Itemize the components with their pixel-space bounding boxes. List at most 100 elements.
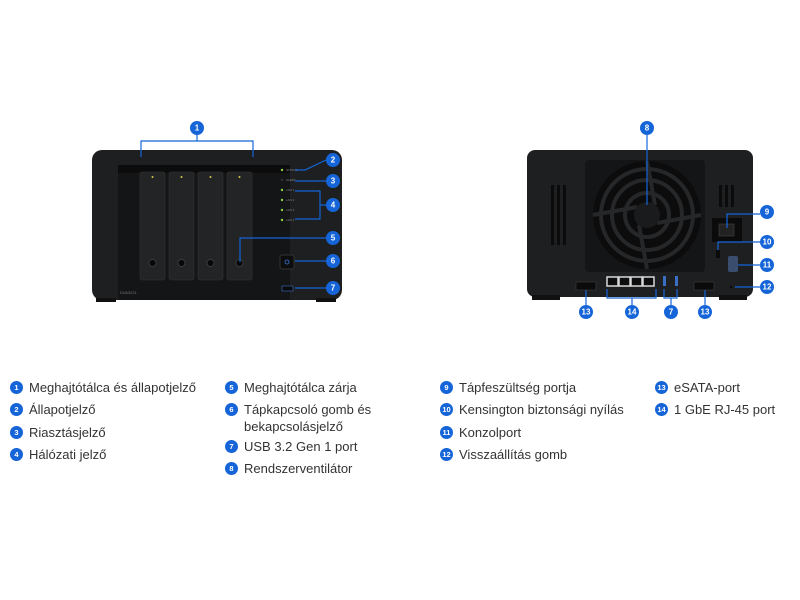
- label-text: 6: [331, 257, 336, 266]
- legend-item: 1 Meghajtótálca és állapotjelző: [10, 379, 209, 396]
- legend-label: Konzolport: [459, 425, 522, 440]
- callout-11: 11: [760, 258, 774, 272]
- tray-lock: [177, 259, 186, 267]
- legend-item: 10 Kensington biztonsági nyílás: [440, 401, 639, 418]
- label-text: 12: [763, 283, 772, 292]
- label-text: 3: [331, 177, 336, 186]
- label-text: 1: [195, 124, 200, 133]
- legend-number: 4: [10, 448, 23, 461]
- callout-12: 12: [760, 280, 774, 294]
- label-text: 5: [331, 234, 336, 243]
- drive-tray: [139, 171, 166, 281]
- legend-number: 9: [440, 381, 453, 394]
- legend-label: Tápkapcsoló gomb és bekapcsolásjelző: [244, 402, 372, 434]
- callout-1: 1: [190, 121, 204, 135]
- model-label: DVA3221: [120, 290, 138, 295]
- label-text: 9: [765, 208, 770, 217]
- legend-label: Állapotjelző: [29, 402, 96, 417]
- callout-3: 3: [326, 174, 340, 188]
- label-text: LAN 4: [286, 218, 295, 222]
- legend-label: Kensington biztonsági nyílás: [459, 402, 624, 417]
- legend-number: 3: [10, 426, 23, 439]
- label-text: 13: [701, 308, 710, 317]
- callout-10: 10: [760, 235, 774, 249]
- drive-tray: [226, 171, 253, 281]
- legend-number: 10: [440, 403, 453, 416]
- callout-5: 5: [326, 231, 340, 245]
- legend-number: 12: [440, 448, 453, 461]
- legend-label: Hálózati jelző: [29, 447, 107, 462]
- label-text: LAN 3: [286, 208, 295, 212]
- legend-item: 4 Hálózati jelző: [10, 446, 209, 463]
- legend-item: 9 Tápfeszültség portja: [440, 379, 639, 396]
- status-leds: STATUS ALERT LAN 1 LAN 2 LAN 3 LAN 4: [280, 168, 297, 222]
- label-text: LAN 1: [286, 188, 295, 192]
- usb-port: [663, 276, 666, 286]
- usb-port: [675, 276, 678, 286]
- legend-label: Meghajtótálca zárja: [244, 380, 357, 395]
- label-text: 7: [331, 284, 336, 293]
- label-text: 4: [331, 201, 336, 210]
- legend-number: 1: [10, 381, 23, 394]
- power-button: [279, 254, 295, 270]
- legend-label: eSATA-port: [674, 380, 740, 395]
- legend-number: 7: [225, 440, 238, 453]
- legend-number: 8: [225, 462, 238, 475]
- legend-item: 13 eSATA-port: [655, 379, 800, 396]
- callout-14: 14: [625, 305, 639, 319]
- drive-trays: [139, 171, 253, 281]
- legend-number: 6: [225, 403, 238, 416]
- callout-7: 7: [326, 281, 340, 295]
- esata-port: [575, 281, 597, 291]
- label-text: STATUS: [286, 168, 297, 172]
- legend-item: 7 USB 3.2 Gen 1 port: [225, 438, 424, 455]
- front-view: DVA3221 STATUS ALERT LAN 1 LAN 2 LAN 3 L…: [92, 121, 342, 302]
- legend-number: 2: [10, 403, 23, 416]
- legend-label: Tápfeszültség portja: [459, 380, 577, 395]
- legend-number: 11: [440, 426, 453, 439]
- label-text: 13: [582, 308, 591, 317]
- legend-item: 3 Riasztásjelző: [10, 424, 209, 441]
- legend-item: 6 Tápkapcsoló gomb és bekapcsolásjelző: [225, 401, 394, 435]
- callout-7-back: 7: [664, 305, 678, 319]
- legend-number: 13: [655, 381, 668, 394]
- label-text: 2: [331, 156, 336, 165]
- legend-label: Riasztásjelző: [29, 425, 106, 440]
- legend-item: 11 Konzolport: [440, 424, 639, 441]
- callout-4: 4: [326, 198, 340, 212]
- label-text: 7: [669, 308, 674, 317]
- device-illustration: DVA3221 STATUS ALERT LAN 1 LAN 2 LAN 3 L…: [92, 121, 774, 319]
- legend-label: USB 3.2 Gen 1 port: [244, 439, 358, 454]
- callout-13: 13: [579, 305, 593, 319]
- legend-item: 14 1 GbE RJ-45 port: [655, 401, 800, 418]
- callout-2: 2: [326, 153, 340, 167]
- legend-number: 5: [225, 381, 238, 394]
- legend-label: 1 GbE RJ-45 port: [674, 402, 776, 417]
- label-text: LAN 2: [286, 198, 295, 202]
- callout-6: 6: [326, 254, 340, 268]
- label-text: 10: [763, 238, 772, 247]
- callout-13-b: 13: [698, 305, 712, 319]
- usb-port: [281, 285, 294, 292]
- legend-item: 2 Állapotjelző: [10, 401, 209, 418]
- rj45-ports: [606, 276, 655, 287]
- legend-item: 5 Meghajtótálca zárja: [225, 379, 424, 396]
- back-view: 8 9 10 11 12 13 14 7 13: [527, 121, 774, 319]
- legend-label: Rendszerventilátor: [244, 461, 353, 476]
- callout-9: 9: [760, 205, 774, 219]
- label-text: 11: [763, 261, 772, 270]
- drive-tray: [197, 171, 224, 281]
- legend-item: 8 Rendszerventilátor: [225, 460, 424, 477]
- esata-port: [693, 281, 715, 291]
- tray-lock: [148, 259, 157, 267]
- legend-label: Meghajtótálca és állapotjelző: [29, 380, 196, 395]
- drive-tray: [168, 171, 195, 281]
- label-text: 14: [628, 308, 637, 317]
- console-port: [728, 256, 738, 272]
- callout-8: 8: [640, 121, 654, 135]
- reset-button: [729, 285, 733, 289]
- legend-number: 14: [655, 403, 668, 416]
- label-text: 8: [645, 124, 650, 133]
- kensington-slot: [716, 250, 720, 258]
